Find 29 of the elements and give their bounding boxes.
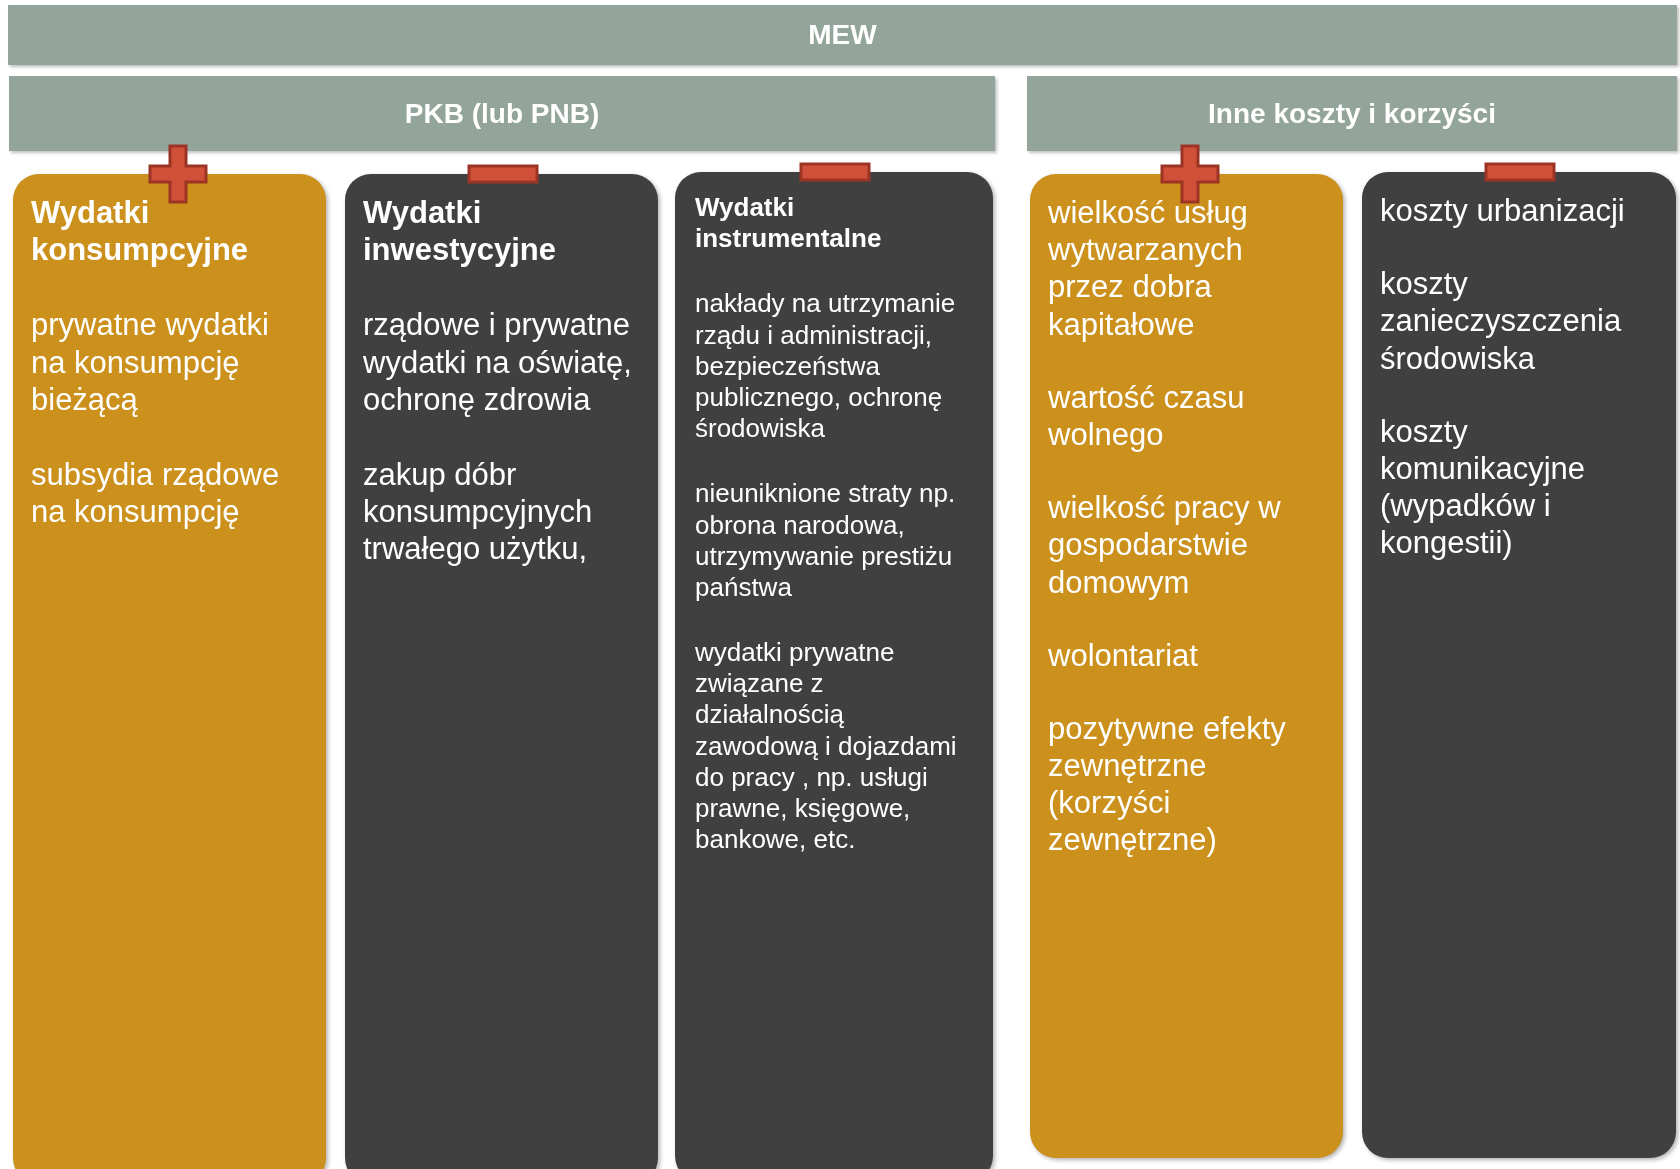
category-column <box>1362 172 1676 1158</box>
item-text: koszty urbanizacji <box>1380 192 1626 230</box>
item-text: wielkość pracy w gospodarstwie domowym <box>1048 489 1282 601</box>
column-heading: Wydatki inwestycyjne <box>363 194 557 269</box>
header-band <box>8 5 1677 65</box>
item-text: nieuniknione straty np. obrona narodowa, utrzymywanie prestiżu państwa <box>695 478 957 604</box>
item-text: rządowe i prywatne wydatki na oświatę, ochronę zdrowia <box>363 306 633 418</box>
band-title: Inne koszty i korzyści <box>1208 97 1496 130</box>
item-text: wielkość usług wytwarzanych przez dobra kapitałowe <box>1048 194 1249 343</box>
item-text: nakłady na utrzymanie rządu i administracji, bezpieczeństwa publicznego, ochronę środowiska <box>695 288 957 445</box>
item-text: prywatne wydatki na konsumpcję bieżącą <box>31 306 270 418</box>
category-column <box>675 172 993 1169</box>
category-column <box>1030 174 1343 1158</box>
item-text: koszty komunikacyjne (wypadków i kongestii) <box>1380 412 1587 562</box>
column-heading: Wydatki instrumentalne <box>695 192 883 255</box>
band-title: MEW <box>808 19 877 51</box>
item-text: pozytywne efekty zewnętrzne (korzyści zewnętrzne) <box>1048 709 1287 859</box>
band-title: PKB (lub PNB) <box>404 97 600 130</box>
header-band <box>1027 76 1677 151</box>
item-text: koszty zanieczyszczenia środowiska <box>1380 265 1623 377</box>
item-text: subsydia rządowe na konsumpcję <box>31 455 281 531</box>
category-column <box>13 174 326 1169</box>
item-text: wolontariat <box>1048 636 1199 674</box>
category-column <box>345 174 658 1169</box>
column-heading: Wydatki konsumpcyjne <box>31 194 250 269</box>
item-text: wartość czasu wolnego <box>1048 378 1246 454</box>
item-text: zakup dóbr konsumpcyjnych trwałego użytku, <box>363 455 594 568</box>
header-band <box>9 76 995 151</box>
item-text: wydatki prywatne związane z działalnością zawodową i dojazdami do pracy , np. usługi prawne, księgowe, bankowe, etc. <box>695 637 958 856</box>
